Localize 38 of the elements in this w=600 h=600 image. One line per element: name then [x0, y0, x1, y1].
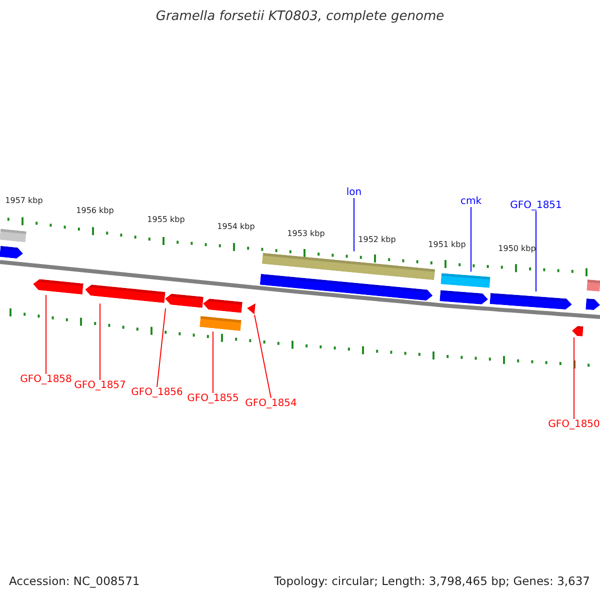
scale-label: 1950 kbp: [498, 245, 536, 254]
gene-block: [32, 278, 84, 294]
topology-note: Topology: circular; Length: 3,798,465 bp; Genes: 3,637: [274, 575, 590, 588]
scale-label: 1953 kbp: [287, 230, 325, 239]
gene-block: [164, 292, 204, 308]
scale-label: 1957 kbp: [5, 197, 43, 206]
feature-bar: [262, 252, 436, 280]
leader-line: [156, 308, 166, 388]
gene-block: [202, 298, 242, 312]
leader-line: [470, 206, 472, 272]
feature-bar: [200, 316, 242, 330]
accession-note: Accession: NC_008571: [9, 575, 140, 588]
gene-label: GFO_1858: [20, 374, 72, 385]
scale-label: 1956 kbp: [76, 207, 114, 216]
feature-bar: [440, 272, 490, 288]
gene-label: GFO_1855: [187, 393, 239, 404]
scale-label: 1955 kbp: [147, 216, 185, 225]
gene-label: GFO_1854: [245, 398, 297, 409]
gene-label: GFO_1856: [131, 387, 183, 398]
scale-label: 1952 kbp: [358, 236, 396, 245]
gene-block: [586, 298, 600, 310]
gene-block: [572, 326, 584, 336]
leader-line: [254, 314, 272, 398]
gene-block: [0, 245, 24, 259]
gene-block: [440, 290, 488, 304]
feature-bar: [0, 228, 26, 242]
title: Gramella forsetii KT0803, complete genome: [156, 10, 444, 24]
gene-label: GFO_1850: [548, 419, 600, 430]
scale-label: 1951 kbp: [428, 241, 466, 250]
gene-block: [246, 302, 256, 314]
gene-label: lon: [346, 187, 362, 198]
scale-label: 1954 kbp: [217, 223, 255, 232]
leader-line: [212, 331, 214, 394]
gene-label: GFO_1851: [510, 200, 562, 211]
gene-block: [260, 273, 434, 301]
gene-label: GFO_1857: [74, 380, 126, 391]
feature-bar: [586, 279, 600, 291]
gene-label: cmk: [460, 196, 482, 207]
